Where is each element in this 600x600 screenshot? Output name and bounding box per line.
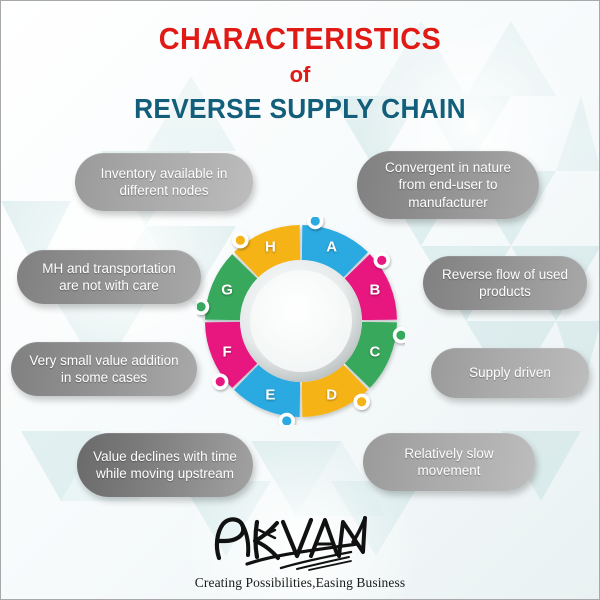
characteristic-slow-movement[interactable]: Relatively slow movement [363,433,535,491]
characteristic-label: Reverse flow of used products [441,266,569,299]
title-subject: REVERSE SUPPLY CHAIN [134,92,466,124]
characteristic-label: Very small value addition in some cases [29,352,179,385]
characteristic-label: Inventory available in different nodes [100,165,228,198]
characteristic-supply-driven[interactable]: Supply driven [431,348,589,398]
pikvan-signature-icon [214,516,367,571]
page-title: CHARACTERISTICS [158,21,442,56]
characteristic-label: Convergent in nature from end-user to ma… [384,160,512,210]
characteristic-label: Value declines with time while moving up… [93,448,237,481]
stage-wheel-svg [192,212,410,430]
characteristic-small-value[interactable]: Very small value addition in some cases [11,342,197,396]
brand-tagline: Creating Possibilities,Easing Business [194,575,406,590]
characteristic-label: Relatively slow movement [404,445,494,478]
wheel-center [250,270,352,372]
characteristic-mh-transportation[interactable]: MH and transportation are not with care [17,250,201,304]
title-connector: of [289,61,311,87]
characteristic-label: Supply driven [469,365,551,381]
title-block: CHARACTERISTICS of REVERSE SUPPLY CHAIN [1,21,599,124]
characteristic-value-declines[interactable]: Value declines with time while moving up… [77,433,253,497]
branding-block: Creating Possibilities,Easing Business [1,510,599,591]
marker-dot-h[interactable] [235,235,245,245]
marker-dot-d[interactable] [357,397,367,407]
characteristic-reverse-flow[interactable]: Reverse flow of used products [423,256,587,310]
marker-dot-b[interactable] [377,255,387,265]
characteristic-convergent-nature[interactable]: Convergent in nature from end-user to ma… [357,151,539,219]
marker-dot-f[interactable] [215,377,225,387]
characteristic-inventory-nodes[interactable]: Inventory available in different nodes [75,153,253,211]
characteristic-label: MH and transportation are not with care [42,260,176,293]
